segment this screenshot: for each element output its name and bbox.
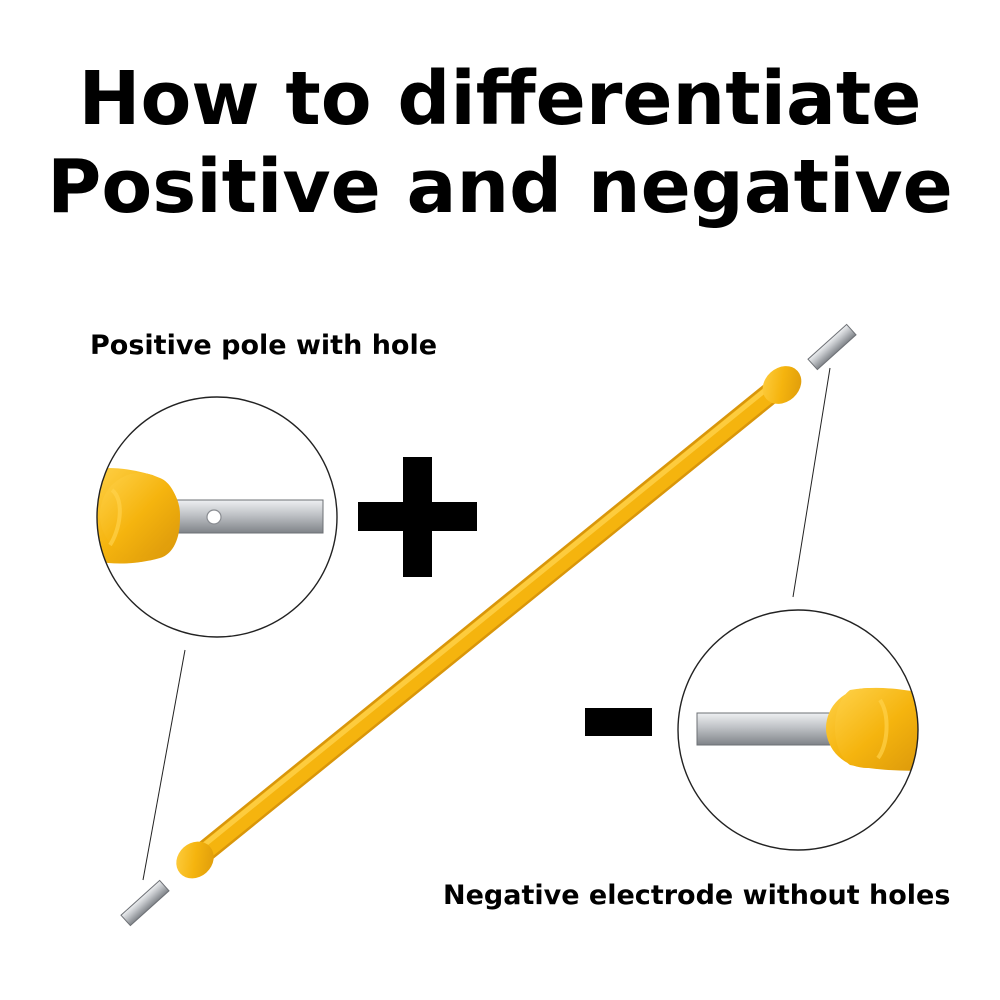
minus-sign-icon xyxy=(585,708,652,736)
negative-electrode-label: Negative electrode without holes xyxy=(443,880,951,911)
leader-line-positive xyxy=(142,649,186,881)
title-line-1: How to differentiate xyxy=(78,56,922,142)
positive-lead-closeup xyxy=(174,499,324,534)
lead-hole-closeup xyxy=(206,509,222,525)
plus-sign-icon xyxy=(358,457,477,577)
positive-pole-label: Positive pole with hole xyxy=(90,330,438,361)
filament-end-cap-bottom xyxy=(176,841,214,879)
title-line-2: Positive and negative xyxy=(47,144,953,230)
negative-lead-closeup xyxy=(696,712,848,746)
zoom-circle-negative xyxy=(677,609,919,851)
leader-line-negative xyxy=(792,367,831,598)
filament-terminal-negative xyxy=(807,323,857,371)
filament-end-cap-top xyxy=(762,366,802,404)
led-filament-strip xyxy=(120,323,857,927)
filament-terminal-positive xyxy=(120,879,170,927)
zoom-circle-positive xyxy=(96,396,338,638)
